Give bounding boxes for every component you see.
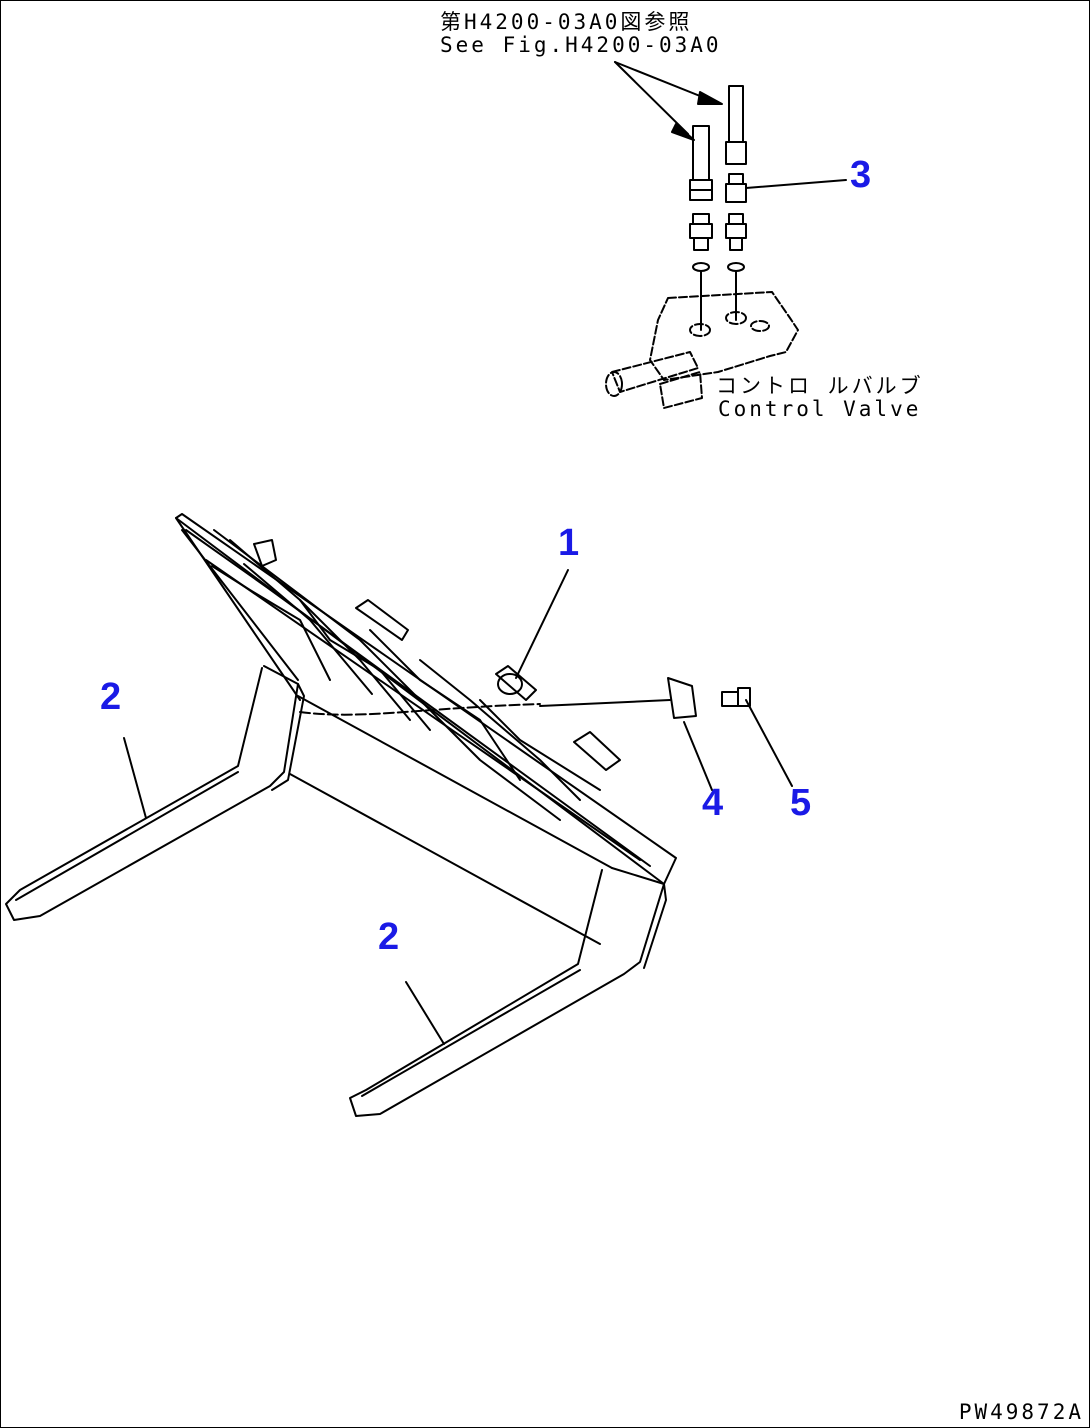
valve-label-en: Control Valve xyxy=(718,397,922,421)
leader-lines xyxy=(123,179,847,1045)
reference-arrows xyxy=(614,61,723,141)
fork-tine-left xyxy=(5,665,305,921)
valve-label-jp: コントロ ルバルブ xyxy=(716,374,924,398)
control-valve xyxy=(605,291,799,409)
fork-crossbar xyxy=(289,695,613,945)
callout-5: 5 xyxy=(790,782,812,824)
callout-2-left: 2 xyxy=(100,676,122,718)
part-5-bolt xyxy=(721,687,751,707)
reference-jp: 第H4200-03A0図参照 xyxy=(440,10,693,34)
callout-1: 1 xyxy=(558,522,580,564)
grapple-frame xyxy=(175,513,677,885)
hose-right xyxy=(725,85,747,321)
callout-4: 4 xyxy=(702,782,724,824)
reference-en: See Fig.H4200-03A0 xyxy=(440,33,722,57)
drawing-id: PW49872A xyxy=(958,1400,1084,1424)
callout-3: 3 xyxy=(850,154,872,196)
fork-tine-right xyxy=(349,867,667,1117)
callout-2-right: 2 xyxy=(378,916,400,958)
hose-left xyxy=(689,125,713,331)
part-4-bracket xyxy=(667,677,697,719)
